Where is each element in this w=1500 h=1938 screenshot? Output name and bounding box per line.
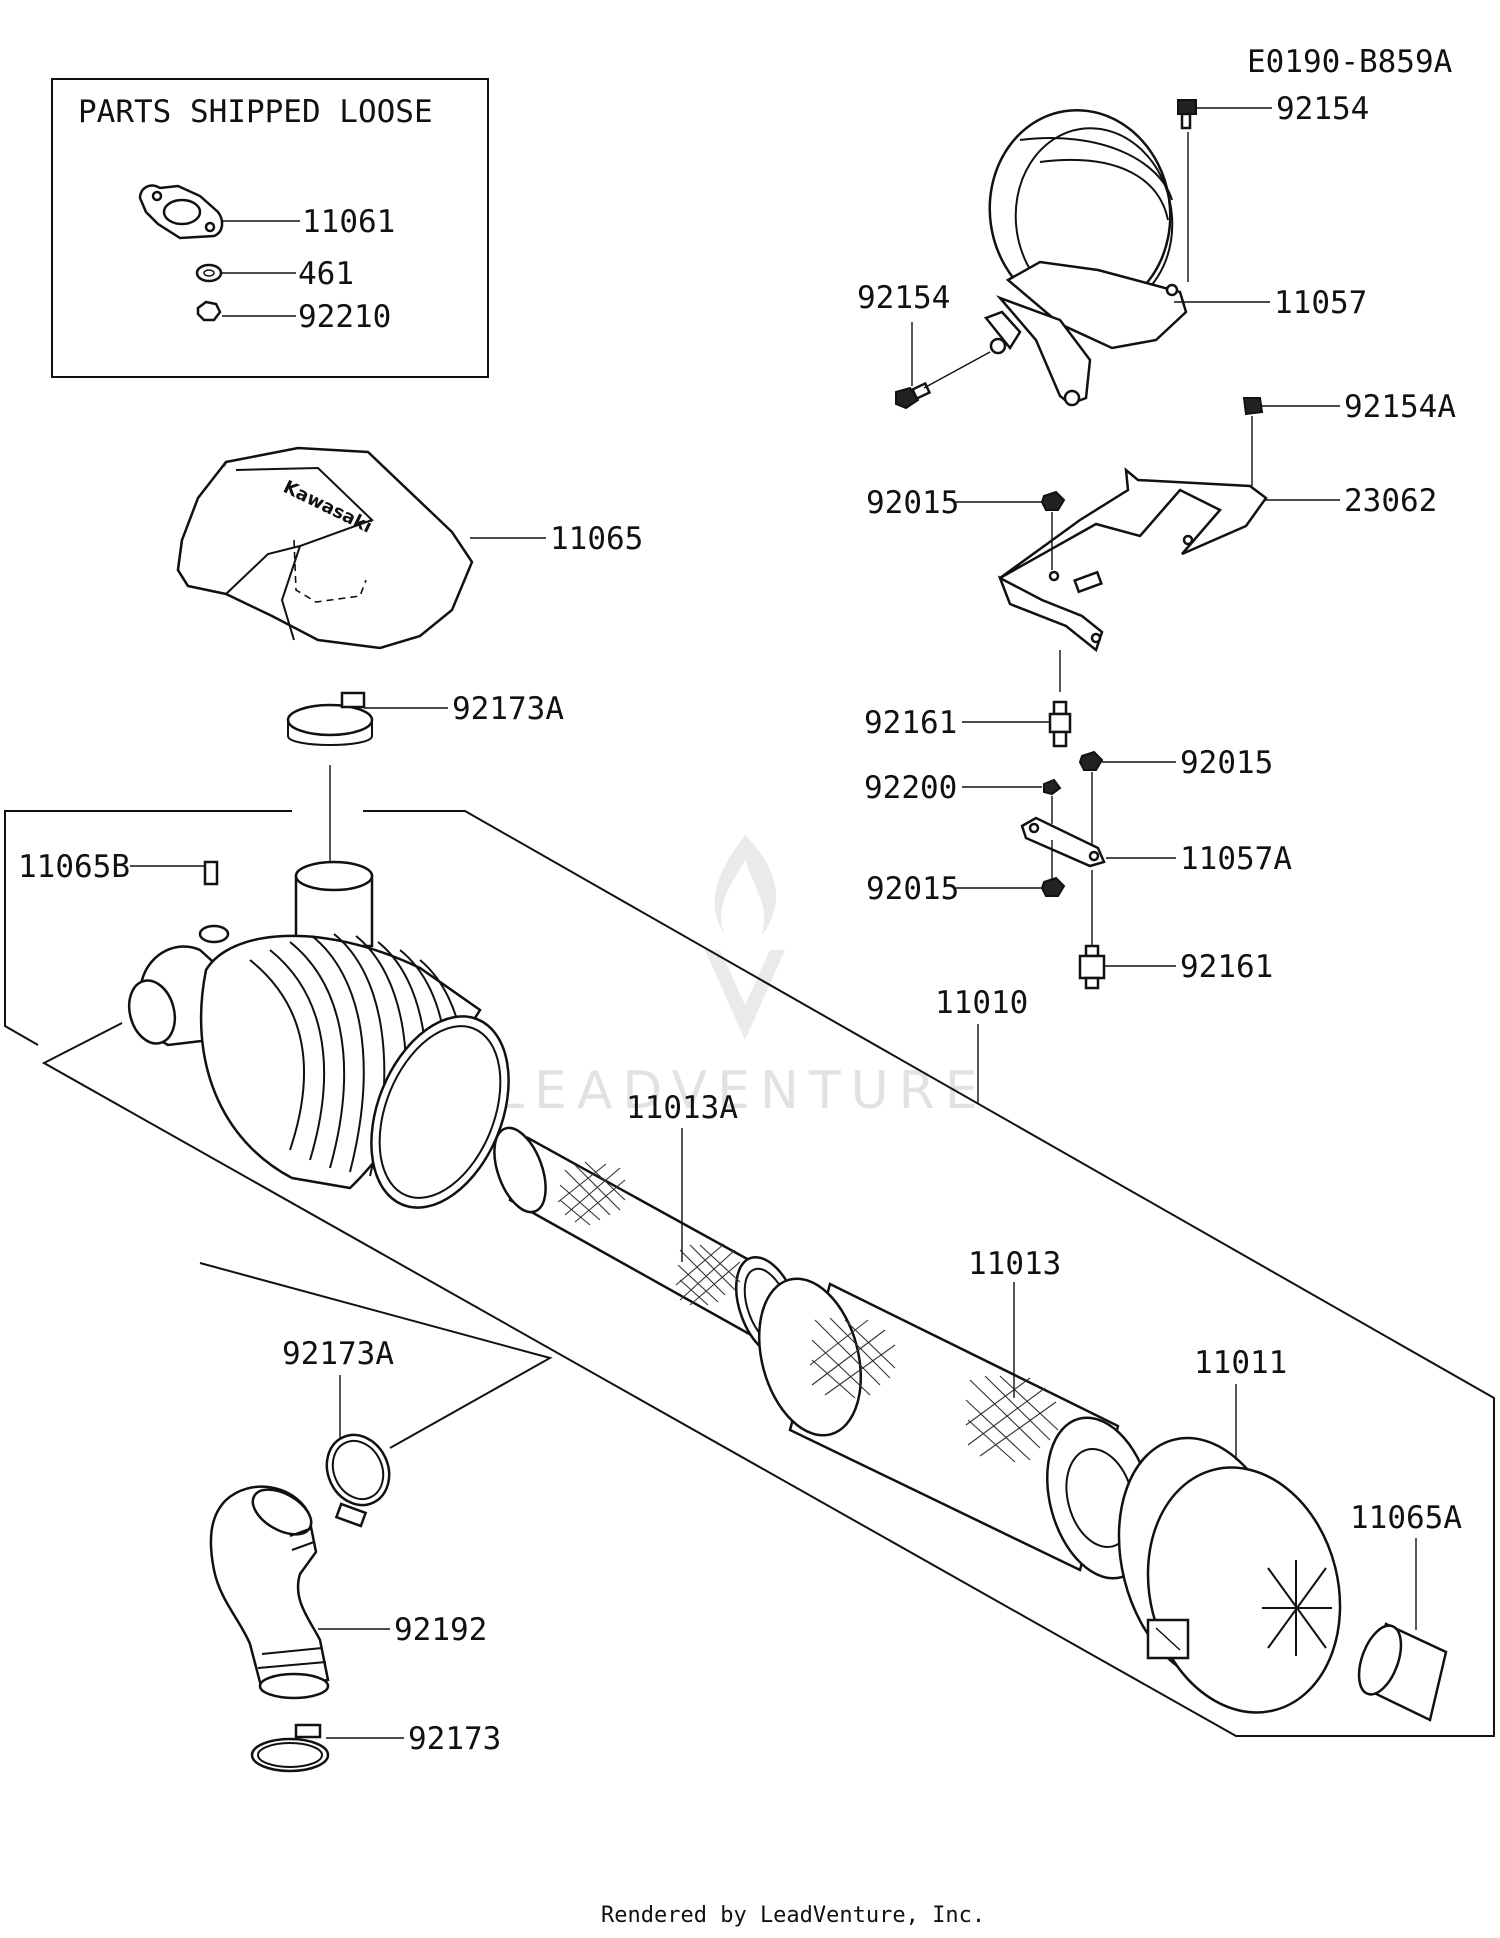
link-plate-11057A[interactable] <box>1020 816 1106 868</box>
hose-clamp-92173[interactable] <box>250 1723 330 1773</box>
assembly-frame-11010 <box>4 810 1495 1737</box>
parts-shipped-loose-box: PARTS SHIPPED LOOSE 11061 461 92210 <box>51 78 489 378</box>
label-92015-a[interactable]: 92015 <box>866 485 959 521</box>
label-92200[interactable]: 92200 <box>864 770 957 806</box>
label-92015-b[interactable]: 92015 <box>1180 745 1273 781</box>
nut-92015-a[interactable] <box>1040 490 1066 511</box>
stud-92161-a[interactable] <box>1048 700 1072 748</box>
label-11061[interactable]: 11061 <box>302 204 395 240</box>
pin-11065B[interactable] <box>130 860 219 886</box>
bolt-92154-left[interactable] <box>895 381 932 410</box>
label-11065A[interactable]: 11065A <box>1350 1500 1462 1536</box>
intake-hose-92192[interactable] <box>209 1480 330 1700</box>
washer-461[interactable] <box>195 263 223 283</box>
label-461[interactable]: 461 <box>298 256 354 292</box>
end-cap-11011[interactable] <box>1094 1420 1365 1733</box>
label-11065B[interactable]: 11065B <box>18 849 130 885</box>
watermark-text: LEADVENTURE <box>495 1061 988 1121</box>
label-11011[interactable]: 11011 <box>1194 1345 1287 1381</box>
nut-92015-b[interactable] <box>1078 750 1104 771</box>
air-cleaner-body[interactable] <box>122 860 534 1228</box>
air-cleaner-cover-11065[interactable]: Kawasaki <box>176 446 546 650</box>
mounting-plate-23062[interactable] <box>997 467 1340 653</box>
label-92173[interactable]: 92173 <box>408 1721 501 1757</box>
stud-92161-b[interactable] <box>1078 944 1106 990</box>
main-element-11013[interactable] <box>743 1267 1170 1590</box>
label-92154A[interactable]: 92154A <box>1344 389 1456 425</box>
label-92154-left[interactable]: 92154 <box>857 280 950 316</box>
evacuator-valve-11065A[interactable] <box>1351 1620 1448 1722</box>
label-11013A[interactable]: 11013A <box>626 1090 738 1126</box>
label-11065[interactable]: 11065 <box>550 521 643 557</box>
loose-box-title: PARTS SHIPPED LOOSE <box>78 94 433 130</box>
bolt-92154A[interactable] <box>1242 397 1264 416</box>
label-11010[interactable]: 11010 <box>935 985 1028 1021</box>
label-92173A-top[interactable]: 92173A <box>452 691 564 727</box>
lock-washer-92200[interactable] <box>1043 778 1062 796</box>
label-23062[interactable]: 23062 <box>1344 483 1437 519</box>
hose-clamp-92173A-bottom[interactable] <box>316 1425 401 1528</box>
leadventure-watermark: LEADVENTURE <box>495 835 988 1121</box>
label-92161-b[interactable]: 92161 <box>1180 949 1273 985</box>
band-bracket-11057[interactable] <box>977 98 1188 407</box>
footer-credit: Rendered by LeadVenture, Inc. <box>601 1903 985 1928</box>
nut-92210[interactable] <box>196 300 222 322</box>
label-92210[interactable]: 92210 <box>298 299 391 335</box>
nut-92015-c[interactable] <box>1040 876 1066 897</box>
label-92015-c[interactable]: 92015 <box>866 871 959 907</box>
label-92192[interactable]: 92192 <box>394 1612 487 1648</box>
diagram-code: E0190-B859A <box>1247 44 1453 80</box>
label-92173A-bottom[interactable]: 92173A <box>282 1336 394 1372</box>
bolt-92154-top[interactable] <box>1177 99 1272 130</box>
hose-clamp-92173A-top[interactable] <box>286 691 448 746</box>
label-92161-a[interactable]: 92161 <box>864 705 957 741</box>
label-11057[interactable]: 11057 <box>1274 285 1367 321</box>
label-11013[interactable]: 11013 <box>968 1246 1061 1282</box>
label-92154-top[interactable]: 92154 <box>1276 91 1369 127</box>
label-11057A[interactable]: 11057A <box>1180 841 1292 877</box>
